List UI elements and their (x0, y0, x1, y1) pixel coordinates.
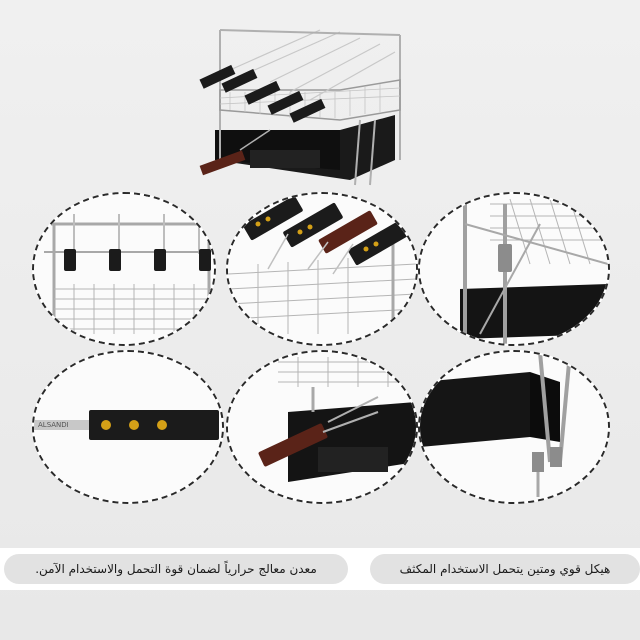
frame-joint-illustration (420, 194, 608, 344)
tray-feet-illustration (420, 352, 608, 502)
detail-skewer-handles (226, 192, 418, 346)
caption-strong-frame: هيكل قوي ومتين يتحمل الاستخدام المكثف (370, 554, 640, 584)
skewers-closeup-illustration (34, 194, 214, 344)
grill-illustration (199, 29, 401, 186)
detail-basket-handle (226, 350, 418, 504)
branded-handle-illustration: ALSANDI (34, 352, 222, 502)
caption-heat-treated-metal: معدن معالج حرارياً لضمان قوة التحمل والا… (4, 554, 348, 584)
grill-hero-image (190, 10, 430, 195)
detail-tray-feet (418, 350, 610, 504)
feature-captions: هيكل قوي ومتين يتحمل الاستخدام المكثف مع… (0, 548, 640, 590)
detail-branded-handle: ALSANDI (32, 350, 224, 504)
handle-brand-text: ALSANDI (38, 421, 69, 429)
skewer-handles-illustration (228, 194, 416, 344)
basket-handle-illustration (228, 352, 416, 502)
detail-frame-joint (418, 192, 610, 346)
detail-skewers-closeup (32, 192, 216, 346)
